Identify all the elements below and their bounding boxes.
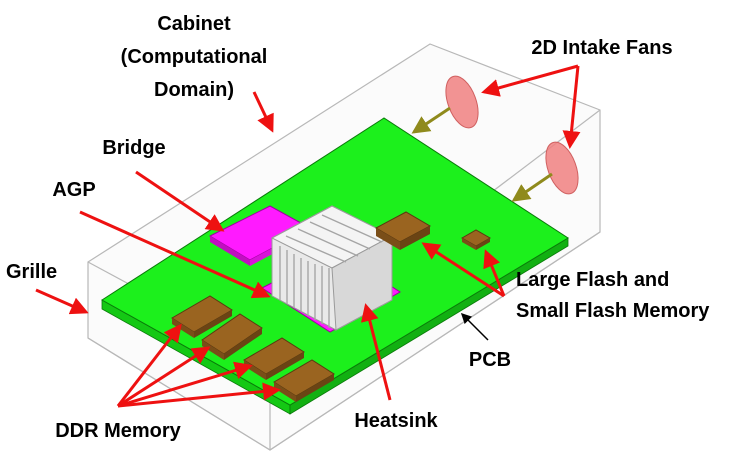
intake-fan-1 <box>445 75 479 129</box>
heatsink-arrow <box>360 303 392 401</box>
airflow-arrow-2 <box>511 172 553 202</box>
flash-arrow-1 <box>421 242 505 298</box>
ddr-arrow-3 <box>117 361 253 408</box>
cabinet-arrow <box>252 91 274 133</box>
bridge-arrow <box>135 170 225 232</box>
ddr-arrow-1 <box>116 323 182 407</box>
ddr-chip-4 <box>273 359 335 402</box>
flash-label-line1: Large Flash and <box>516 269 669 291</box>
agp-arrow <box>79 210 271 299</box>
intake-fan-2 <box>545 141 579 195</box>
fan-arrow-1 <box>481 64 579 97</box>
ddr-memory-label: DDR Memory <box>55 420 181 442</box>
small-flash-chip <box>460 229 492 250</box>
agp-label: AGP <box>52 179 95 201</box>
intake-fans-label: 2D Intake Fans <box>531 37 672 59</box>
cabinet-label-line2: (Computational <box>121 46 268 68</box>
ddr-arrow-4 <box>117 382 281 408</box>
flash-label-line2: Small Flash Memory <box>516 300 710 322</box>
ddr-chip-1 <box>171 295 233 338</box>
pcb-label: PCB <box>469 349 511 371</box>
ddr-chip-2 <box>201 313 263 360</box>
cabinet-label-line3: Domain) <box>154 79 234 101</box>
ddr-arrow-2 <box>117 346 211 408</box>
flash-arrow-2 <box>483 249 506 297</box>
airflow-arrow-1 <box>411 106 451 134</box>
large-flash-chip <box>374 211 432 250</box>
pcb-arrow <box>460 312 489 341</box>
bridge-label: Bridge <box>102 137 165 159</box>
heatsink-label: Heatsink <box>354 410 438 432</box>
fan-arrow-2 <box>562 65 581 149</box>
grille-arrow <box>35 288 89 315</box>
grille-label: Grille <box>6 261 57 283</box>
cabinet-label-line1: Cabinet <box>157 13 231 35</box>
